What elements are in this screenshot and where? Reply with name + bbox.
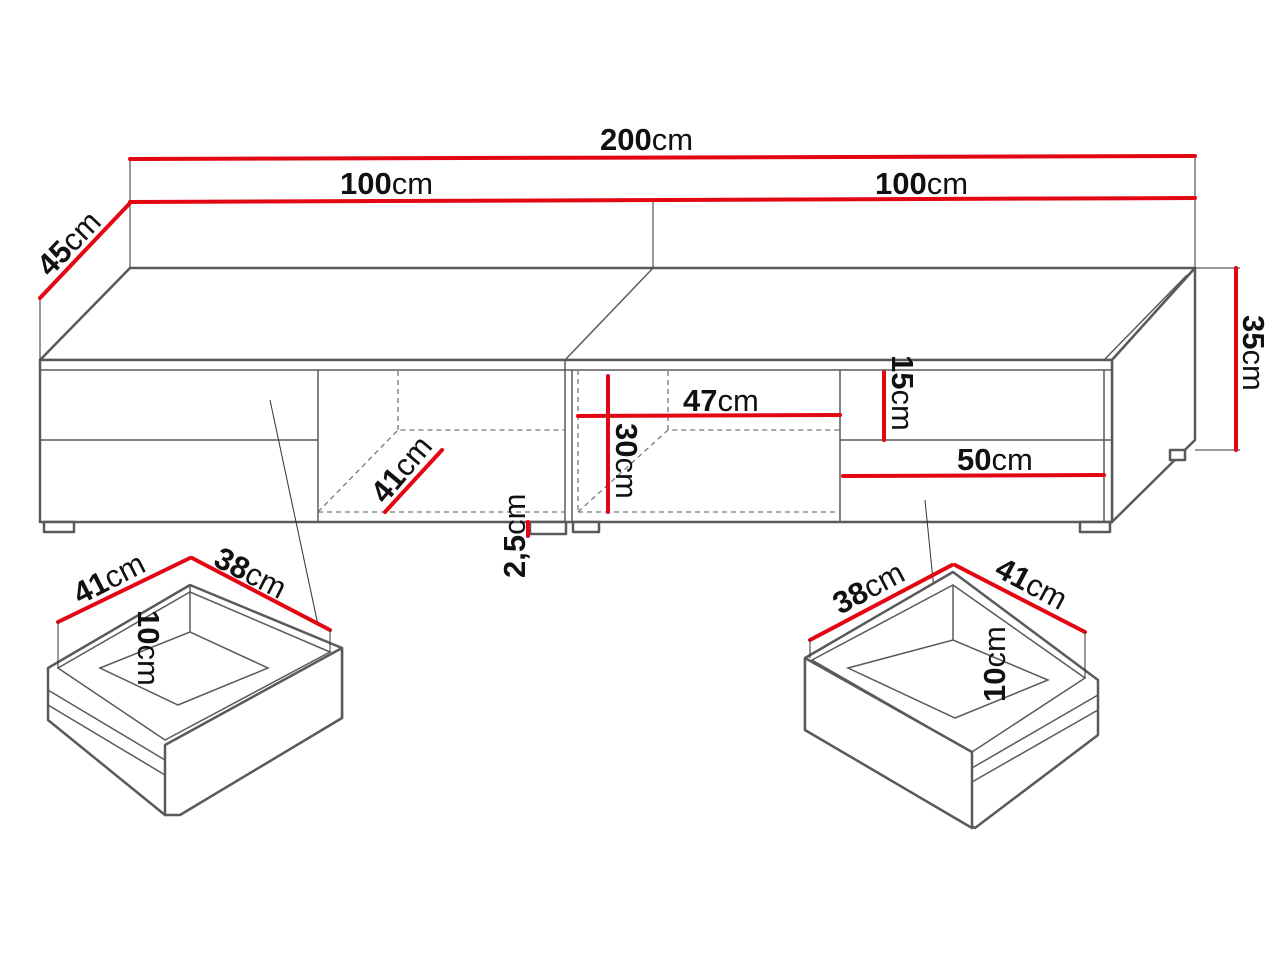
- label-drawer-front-height: 15cm: [885, 355, 920, 431]
- right-compartment-interior: [577, 370, 840, 513]
- dimension-lines: [38, 154, 1238, 680]
- cabinet-top: [38, 266, 1197, 362]
- label-total-width: 200cm: [600, 122, 693, 157]
- label-left-drawer-depth: 41cm: [67, 546, 150, 612]
- foot: [42, 520, 76, 534]
- label-left-drawer-height: 10cm: [131, 610, 166, 686]
- left-drawer-leader-line: [269, 399, 319, 626]
- cabinet-front: [38, 358, 1114, 524]
- label-right-module-width: 100cm: [875, 166, 968, 201]
- foot: [1168, 448, 1187, 462]
- dimension-line-total-width: [128, 154, 1197, 161]
- dimension-line-left-drawer-width: [190, 556, 332, 632]
- label-right-drawer-height: 10cm: [977, 626, 1012, 702]
- dimension-line-right-drawer-depth: [953, 563, 1087, 634]
- right-drawer-bottom: [845, 639, 1050, 719]
- right-drawer-front: [803, 656, 974, 830]
- left-compartment-interior: [317, 370, 565, 513]
- left-drawer-bottom: [98, 631, 270, 706]
- label-leg-height: 2,5cm: [497, 494, 532, 578]
- dimension-line-right-drawer-width: [808, 563, 954, 642]
- left-drawer-edge: [47, 689, 166, 761]
- dimension-line-drawer-width: [841, 473, 1106, 478]
- dimension-line-compartment-width: [576, 413, 842, 418]
- left-drawer-edge: [47, 704, 166, 776]
- label-right-drawer-depth: 41cm: [990, 550, 1073, 616]
- left-drawer: [46, 583, 344, 817]
- extension-lines: [39, 157, 1240, 451]
- label-compartment-width: 47cm: [683, 383, 759, 418]
- cabinet: [38, 266, 1197, 626]
- right-drawer-edge: [971, 709, 1099, 783]
- label-compartment-height: 30cm: [609, 423, 644, 499]
- label-left-module-width: 100cm: [340, 166, 433, 201]
- dimension-line-module-width: [128, 196, 1197, 204]
- label-drawer-width: 50cm: [957, 442, 1033, 477]
- foot: [571, 520, 601, 534]
- right-drawer: [803, 570, 1100, 830]
- module-divider-top: [564, 267, 654, 361]
- label-left-drawer-width: 38cm: [209, 540, 292, 606]
- label-depth: 45cm: [30, 204, 108, 283]
- dimension-line-compartment-depth: [383, 448, 444, 514]
- dimension-line-left-drawer-depth: [56, 556, 192, 624]
- dimension-line-depth: [38, 201, 132, 300]
- left-drawer-front: [163, 646, 344, 817]
- foot: [528, 520, 568, 536]
- right-drawer-edge: [971, 694, 1099, 769]
- side-panel-edge: [1103, 274, 1188, 361]
- label-height: 35cm: [1236, 315, 1271, 391]
- foot: [1078, 520, 1112, 534]
